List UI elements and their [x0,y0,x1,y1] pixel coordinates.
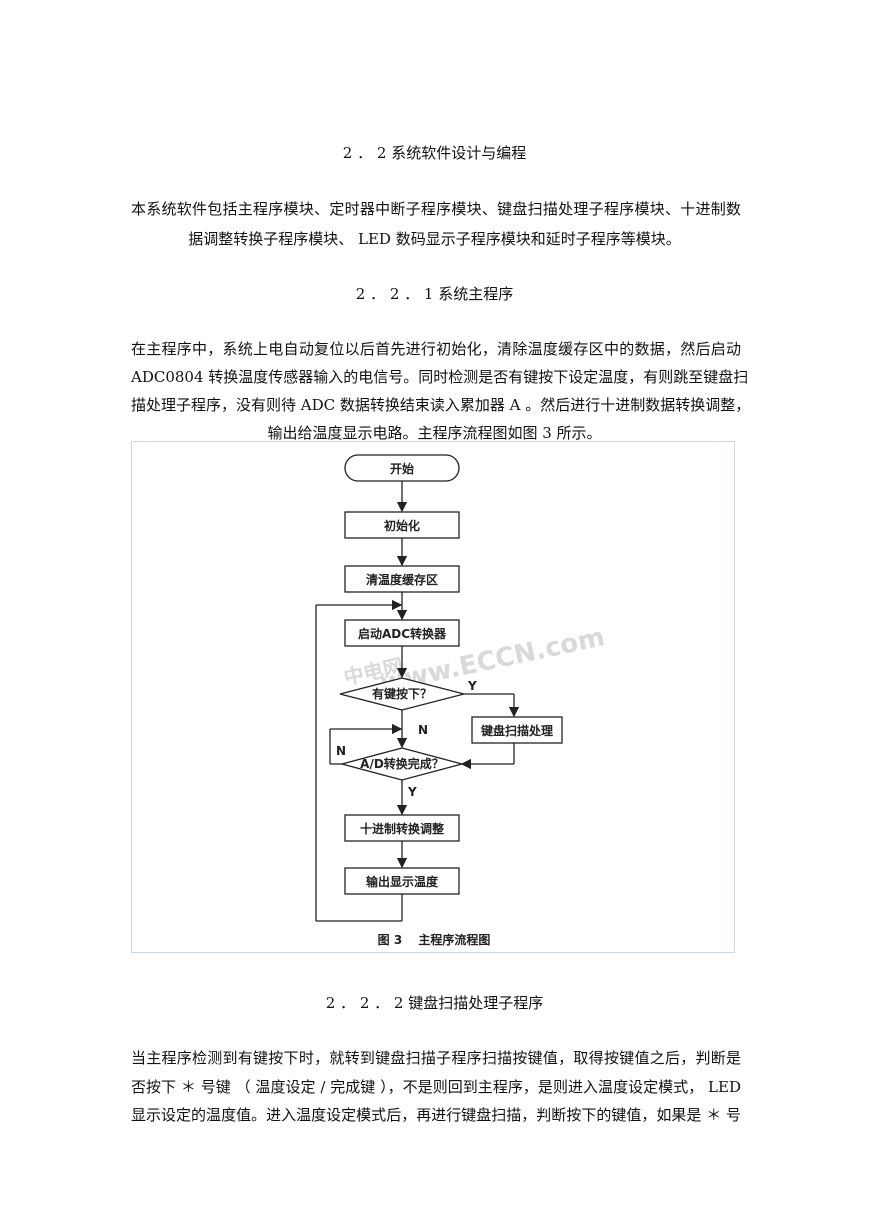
output-display-box [344,867,460,895]
section-heading-2-2-2: 2 ． 2 ． 2 键盘扫描处理子程序 [325,994,544,1012]
flowchart-svg: 中电网 www.ECCN.com 开始 初始化 清温度缓存区 启动ADC转换器 … [315,454,607,947]
ad-yes-label: Y [407,785,417,799]
start-label: 开始 [390,461,414,476]
section-heading-2-2-1: 2 ． 2 ． 1 系统主程序 [355,285,514,303]
main-para-line-1: 在主程序中，系统上电自动复位以后首先进行初始化，清除温度缓存区中的数据，然后启动 [131,340,741,358]
adc-start-label: 启动ADC转换器 [358,626,447,641]
key-para-line-2: 否按下 ＊ 号键 （ 温度设定 / 完成键 ），不是则回到主程序，是则进入温度设… [131,1078,741,1096]
init-box [344,511,460,539]
flowchart-figure: 中电网 www.ECCN.com 开始 初始化 清温度缓存区 启动ADC转换器 … [131,441,735,953]
key-no-label: N [418,723,428,737]
key-scan-box [471,716,563,744]
output-display-label: 输出显示温度 [366,874,439,889]
section-heading-2-2: 2 ． 2 系统软件设计与编程 [342,144,527,162]
main-para-line-2: ADC0804 转换温度传感器输入的电信号。同时检测是否有键按下设定温度，有则跳… [131,368,749,386]
ad-done-label: A/D转换完成？ [360,756,444,771]
ad-no-label: N [336,744,346,758]
key-check-label: 有键按下？ [372,686,432,701]
main-para-line-4: 输出给温度显示电路。主程序流程图如图 3 所示。 [267,424,602,442]
decimal-adjust-box [344,814,460,842]
main-para-line-3: 描处理子程序，没有则待 ADC 数据转换结束读入累加器 A 。然后进行十进制数据… [131,396,751,414]
decimal-adjust-label: 十进制转换调整 [360,821,444,836]
clear-buffer-label: 清温度缓存区 [366,572,438,587]
key-scan-label: 键盘扫描处理 [480,723,553,738]
intro-line-2: 据调整转换子程序模块、 LED 数码显示子程序模块和延时子程序等模块。 [188,230,681,248]
key-para-line-3: 显示设定的温度值。进入温度设定模式后，再进行键盘扫描，判断按下的键值，如果是 ＊… [131,1106,741,1124]
key-yes-label: Y [467,679,477,693]
init-label: 初始化 [384,518,420,533]
key-para-line-1: 当主程序检测到有键按下时，就转到键盘扫描子程序扫描按键值，取得按键值之后，判断是 [131,1049,741,1067]
clear-buffer-box [344,565,460,593]
intro-line-1: 本系统软件包括主程序模块、定时器中断子程序模块、键盘扫描处理子程序模块、十进制数 [131,200,741,218]
figure-caption: 图 3 主程序流程图 [378,932,491,947]
